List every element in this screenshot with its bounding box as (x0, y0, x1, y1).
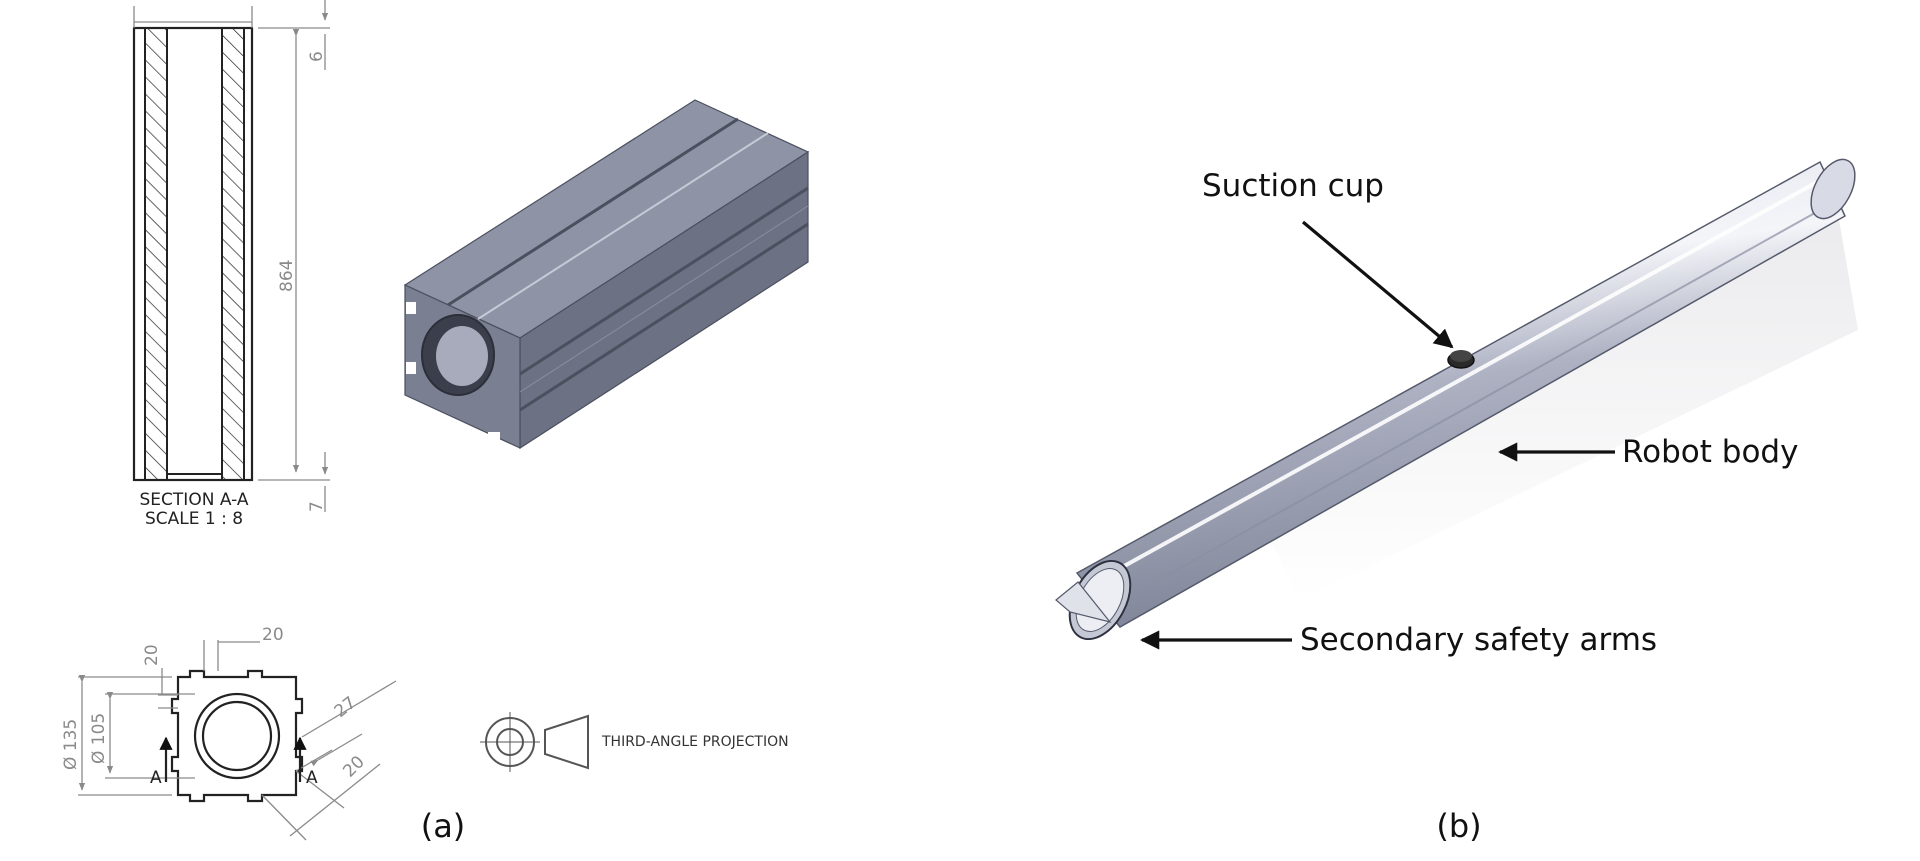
robot-tube (1055, 158, 1856, 641)
label-suction-cup: Suction cup (1202, 168, 1384, 204)
top-view: Ø 135 Ø 105 20 20 27 20 A A (61, 625, 397, 841)
dim-top-gap: 6 (307, 51, 327, 62)
label-robot-body: Robot body (1622, 434, 1798, 470)
wall-left-hatch (144, 27, 168, 481)
caption-b: (b) (1436, 807, 1481, 845)
caption-a: (a) (421, 807, 466, 845)
projection-label: THIRD-ANGLE PROJECTION (601, 734, 789, 750)
wall-right-hatch (221, 27, 245, 481)
panel-a: 6 864 7 SECTION A-A SCALE 1 : 8 (61, 0, 810, 845)
dim-slot-width: 20 (262, 625, 284, 645)
dim-length: 864 (277, 260, 297, 292)
label-secondary-arms: Secondary safety arms (1300, 622, 1657, 658)
dim-diam-outer: Ø 135 (61, 719, 81, 770)
section-mark-left: A (150, 768, 162, 788)
panel-b: Suction cup Robot body Secondary safety … (1055, 158, 1858, 845)
isometric-block (403, 99, 810, 450)
dim-diam-inner: Ø 105 (89, 713, 109, 764)
dim-bottom-gap: 7 (307, 501, 327, 512)
arrow-suction-cup (1301, 220, 1454, 349)
section-view: 6 864 7 SECTION A-A SCALE 1 : 8 (132, 0, 330, 529)
section-title: SECTION A-A (140, 490, 249, 510)
projection-symbol: THIRD-ANGLE PROJECTION (480, 712, 789, 772)
dim-slot-depth: 20 (142, 644, 162, 666)
section-scale: SCALE 1 : 8 (145, 509, 243, 529)
section-mark-right: A (306, 768, 318, 788)
